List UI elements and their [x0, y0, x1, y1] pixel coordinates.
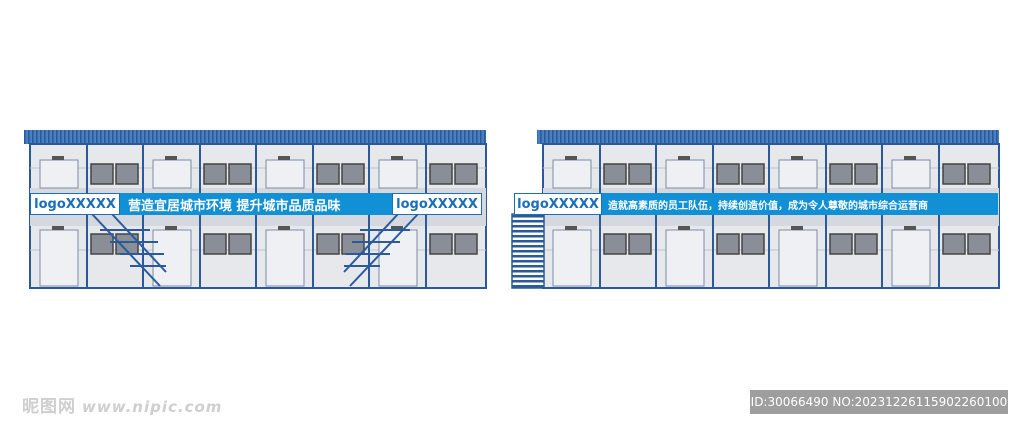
left-banner: logoXXXXX 营造宜居城市环境 提升城市品质品味 logoXXXXX [30, 193, 482, 215]
left-banner-slogan: 营造宜居城市环境 提升城市品质品味 [120, 193, 392, 215]
left-roof [24, 130, 486, 144]
watermark-brand: 昵图网 www.nipic.com [22, 392, 222, 417]
left-banner-logo-right: logoXXXXX [392, 193, 482, 215]
right-banner: logoXXXXX 造就高素质的员工队伍，持续创造价值，成为令人尊敬的城市综合运… [514, 193, 998, 215]
left-stairs [91, 213, 419, 287]
right-banner-slogan: 造就高素质的员工队伍，持续创造价值，成为令人尊敬的城市综合运营商 [602, 193, 998, 215]
watermark-site: www.nipic.com [82, 398, 223, 416]
left-banner-logo: logoXXXXX [30, 193, 120, 215]
stair-louver [511, 213, 545, 289]
left-building [24, 130, 487, 289]
watermark-brand-text: 昵图网 [22, 397, 76, 417]
watermark-id: ID:30066490 NO:20231226115902260100 [750, 390, 1008, 414]
right-banner-logo: logoXXXXX [514, 193, 602, 215]
right-roof [537, 130, 999, 144]
